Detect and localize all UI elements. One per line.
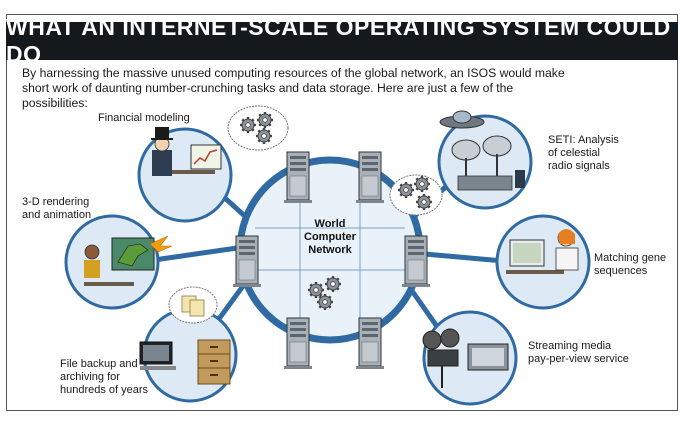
file-backup-label-line: hundreds of years — [60, 384, 149, 396]
seti-label-line: of celestial — [548, 147, 600, 159]
network-label-line: Computer — [304, 231, 356, 243]
network-label-line: Network — [308, 244, 352, 256]
file-backup-illustration — [139, 307, 238, 403]
network-label-line: World — [314, 218, 346, 230]
file-backup-label-line: archiving for — [60, 371, 120, 383]
rendering-label-line: and animation — [22, 209, 92, 221]
streaming-media-label-line: pay-per-view service — [528, 353, 629, 365]
seti-label: SETI: Analysis of celestial radio signal… — [548, 134, 619, 173]
streaming-media-illustration — [422, 310, 518, 406]
server-icon — [283, 151, 313, 204]
seti-illustration — [437, 114, 533, 210]
thought-bubble — [168, 286, 218, 324]
financial-modeling-illustration — [137, 127, 233, 223]
rendering-label: 3-D rendering and animation — [22, 196, 91, 222]
gene-matching-illustration — [495, 214, 591, 310]
gene-matching-label-line: sequences — [594, 265, 648, 277]
seti-label-line: SETI: Analysis — [548, 134, 619, 146]
rendering-label-line: 3-D rendering — [22, 196, 90, 208]
thought-bubble — [389, 174, 443, 216]
ufo-icon — [439, 110, 485, 129]
file-backup-label: File backup and archiving for hundreds o… — [60, 358, 148, 397]
network-label: World Computer Network — [300, 218, 360, 257]
satellite-dish-icon — [451, 135, 512, 180]
dragon-icon — [117, 243, 149, 267]
title-bar: WHAT AN INTERNET-SCALE OPERATING SYSTEM … — [6, 14, 678, 67]
server-icon — [283, 317, 313, 370]
gene-matching-label: Matching gene sequences — [594, 252, 666, 278]
server-icon — [401, 235, 431, 288]
file-backup-label-line: File backup and — [60, 358, 138, 370]
server-icon — [232, 235, 262, 288]
server-icon — [355, 317, 385, 370]
streaming-media-label: Streaming media pay-per-view service — [528, 340, 629, 366]
film-projector-icon — [422, 328, 460, 388]
3d-rendering-illustration — [64, 214, 173, 310]
server-icon — [355, 151, 385, 204]
intro-text: By harnessing the massive unused computi… — [22, 66, 565, 110]
financial-modeling-label: Financial modeling — [98, 112, 190, 124]
gene-matching-label-line: Matching gene — [594, 252, 667, 264]
figure-title: WHAT AN INTERNET-SCALE OPERATING SYSTEM … — [6, 14, 671, 67]
seti-label-line: radio signals — [548, 160, 610, 172]
streaming-media-label-line: Streaming media — [528, 340, 612, 352]
thought-bubble — [227, 105, 289, 151]
